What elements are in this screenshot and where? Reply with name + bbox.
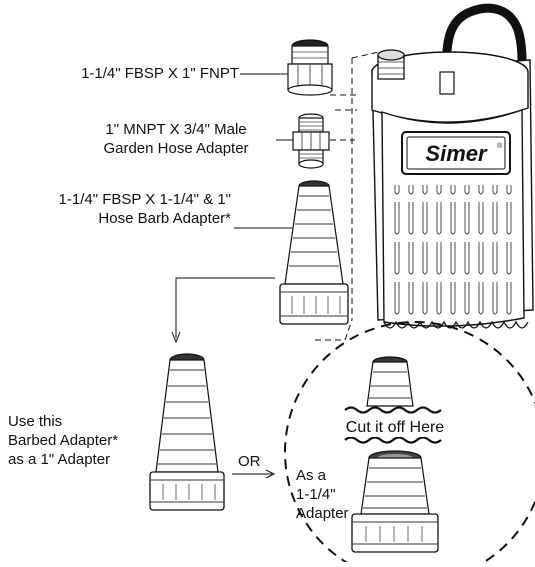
- label-as-line3: Adapter: [296, 505, 349, 522]
- sump-pump: Simer ®: [371, 3, 534, 329]
- cut-off-barb-piece: [366, 356, 414, 407]
- fbsp-fnpt-adapter: [287, 39, 333, 96]
- pump-base: [383, 320, 529, 329]
- label-as-line1: As a: [296, 467, 327, 484]
- cut-line: [344, 406, 442, 444]
- label-hose-barb-adapter: 1-1/4" FBSP X 1-1/4" & 1" Hose Barb Adap…: [59, 190, 231, 228]
- cut-detail-circle: [284, 321, 535, 567]
- label-mnpt-line1: 1" MNPT X 3/4" Male: [105, 121, 247, 138]
- barbed-adapter-full: [149, 353, 225, 511]
- cut-adapter-remaining: [351, 450, 439, 553]
- label-as-line2: 1-1/4": [296, 486, 336, 503]
- assembly-guide-lines: [315, 49, 389, 341]
- label-fbsp-fnpt: 1-1/4" FBSP X 1" FNPT: [81, 65, 239, 82]
- label-mnpt-line2: Garden Hose Adapter: [103, 140, 249, 157]
- label-use-line3: as a 1" Adapter: [8, 451, 111, 468]
- flow-arrow: [171, 277, 275, 344]
- brand-logo: Simer: [425, 141, 488, 166]
- label-barb-line1: 1-1/4" FBSP X 1-1/4" & 1": [58, 191, 231, 208]
- label-use-this: Use this Barbed Adapter* as a 1" Adapter: [8, 412, 118, 469]
- hose-barb-adapter: [279, 180, 349, 325]
- label-mnpt-adapter: 1" MNPT X 3/4" Male Garden Hose Adapter: [76, 120, 276, 158]
- label-use-line2: Barbed Adapter*: [8, 432, 119, 449]
- label-barb-line2: Hose Barb Adapter*: [98, 210, 231, 227]
- pump-discharge-port: [377, 49, 405, 80]
- label-or: OR: [238, 453, 261, 470]
- label-cut-here: Cut it off Here: [330, 418, 460, 437]
- registered-mark: ®: [497, 142, 503, 150]
- mnpt-garden-hose-adapter: [292, 113, 330, 169]
- or-arrow: [232, 469, 276, 479]
- label-as-adapter: As a 1-1/4" Adapter: [296, 466, 349, 523]
- label-use-line1: Use this: [8, 413, 63, 430]
